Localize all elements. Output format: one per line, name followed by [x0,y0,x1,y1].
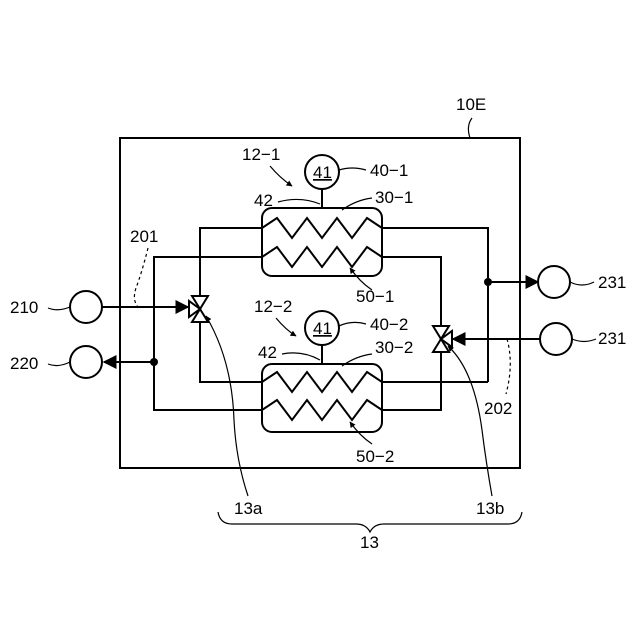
outlet-port: 231 [538,266,626,298]
inlet-port-2-circle [540,323,572,355]
connector-1-leader [278,199,320,204]
junction-outlet [484,278,492,286]
unit-1-label: 12−1 [242,145,280,164]
valve-a-label: 13a [234,499,263,518]
valve-a [189,296,208,322]
return-port-circle [70,346,102,378]
connector-2-label: 42 [258,343,277,362]
coil-1-label: 50−1 [356,287,394,306]
coil-2-lower [262,400,382,420]
device-leader [468,118,472,138]
outlet-port-circle [538,266,570,298]
inlet-port: 210 [10,291,102,323]
left-pipe-label: 201 [130,227,158,246]
connector-1-label: 42 [254,191,273,210]
pipe-unit2-upper-to-valve-a [200,322,262,382]
inlet-port-2-label: 231 [598,329,626,348]
outlet-port-leader [570,282,594,285]
pump-2-leader [339,322,366,326]
pump-2-label: 40−2 [370,315,408,334]
unit-2-label: 12−2 [254,297,292,316]
unit-1-arrow [270,166,292,186]
coil-2-upper [262,372,382,392]
coil-2-label: 50−2 [356,447,394,466]
return-port-leader [48,362,70,366]
inlet-port-label: 210 [10,298,38,317]
return-port: 220 [10,346,102,378]
inlet-port-circle [70,291,102,323]
inlet-port-2: 231 [540,323,626,355]
connector-2-leader [282,353,320,360]
pump-2-code: 41 [313,319,332,338]
pump-1-leader [339,168,366,170]
valve-b-label: 13b [476,499,504,518]
junction-return [150,358,158,366]
tank-1-label: 30−1 [375,188,413,207]
pipe-unit2-lower-to-return [154,362,262,410]
right-pipe-label: 202 [484,399,512,418]
tank-2-label: 30−2 [375,338,413,357]
return-port-label: 220 [10,354,38,373]
inlet-port-2-leader [572,339,596,342]
pump-1-code: 41 [313,163,332,182]
coil-1-lower [262,247,382,267]
valve-b-leader [448,346,492,496]
coil-1-upper [262,218,382,238]
pipe-valve-a-to-unit1-upper [200,228,262,296]
unit-2-arrow [276,318,296,336]
unit-1: 12−1 41 40−1 42 30−1 50−1 [242,145,413,306]
valve-b [433,326,452,352]
tank-2 [262,364,382,432]
right-pipe-leader [506,339,510,394]
pipe-return-to-unit1-lower [154,257,262,362]
valve-group-label: 13 [360,533,379,552]
pipe-unit1-upper-to-outlet [382,228,488,382]
outlet-port-label: 231 [598,273,626,292]
left-pipe-leader [134,248,148,307]
inlet-port-leader [48,307,70,310]
pump-1-label: 40−1 [370,161,408,180]
device-label: 10E [456,95,486,114]
